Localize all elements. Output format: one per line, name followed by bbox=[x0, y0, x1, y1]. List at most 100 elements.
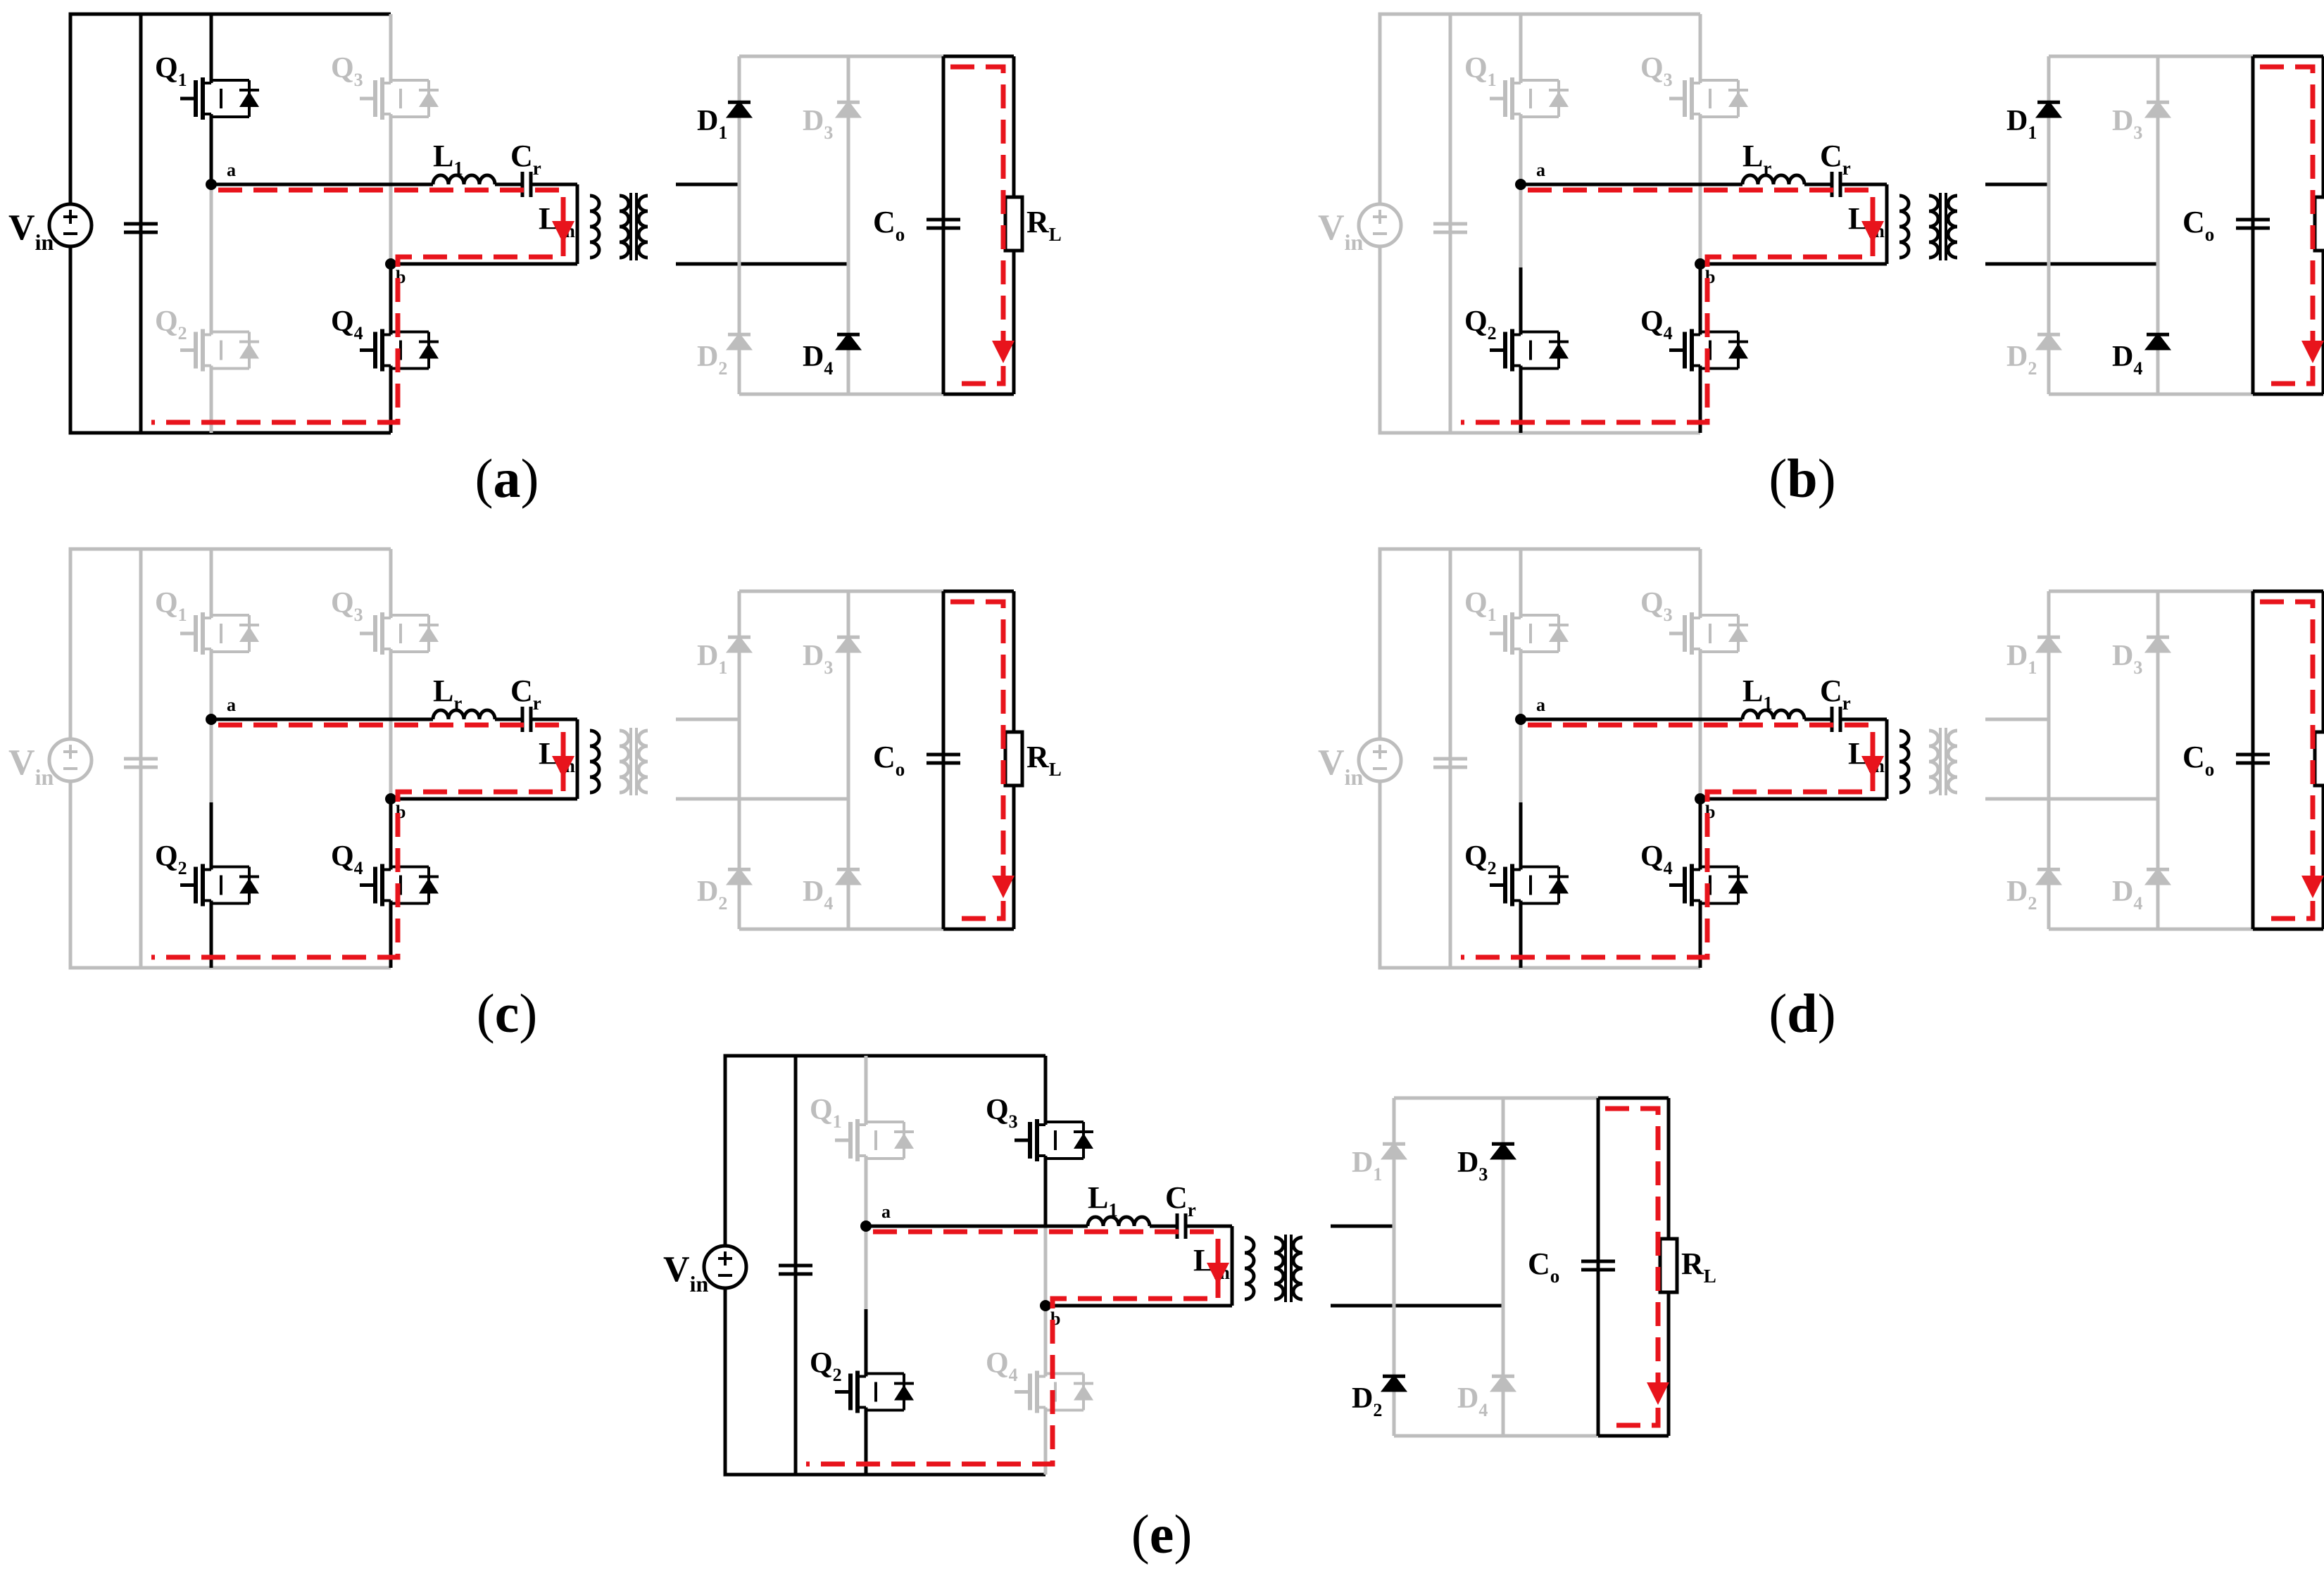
d1-diode bbox=[1380, 1142, 1408, 1160]
q3-label: Q3 bbox=[331, 52, 363, 90]
body-diode-triangle bbox=[419, 878, 439, 894]
source-circle bbox=[702, 1244, 748, 1290]
d4-diode bbox=[834, 332, 862, 351]
d3-label: D3 bbox=[2112, 640, 2142, 678]
cr-capacitor bbox=[1830, 172, 1842, 197]
load-current-arrow bbox=[992, 876, 1015, 898]
current-flow bbox=[1461, 599, 2324, 960]
rl-resistor bbox=[1658, 1237, 1679, 1294]
diode-triangle bbox=[1489, 1142, 1517, 1160]
q3-label: Q3 bbox=[1640, 52, 1673, 90]
primary-winding bbox=[1928, 194, 1940, 260]
d1-diode bbox=[725, 100, 753, 118]
d3-label: D3 bbox=[803, 105, 833, 143]
d1-diode bbox=[2035, 100, 2063, 118]
body-diode-triangle bbox=[894, 1384, 914, 1401]
transformer bbox=[619, 728, 648, 795]
cr-label: Cr bbox=[1820, 674, 1851, 714]
primary-current-path bbox=[151, 722, 566, 960]
body-diode-triangle bbox=[419, 92, 439, 107]
primary-winding bbox=[1928, 728, 1940, 795]
lm-inductor bbox=[589, 728, 601, 795]
q1-switch bbox=[180, 549, 259, 718]
primary-current-path bbox=[1461, 187, 1876, 425]
current-flow bbox=[151, 64, 1015, 425]
primary-current-path bbox=[151, 187, 566, 425]
diode-triangle bbox=[2035, 867, 2063, 885]
lr-label: L1 bbox=[433, 139, 463, 179]
cr-capacitor bbox=[520, 707, 533, 732]
inductor-coil bbox=[1899, 194, 1911, 260]
body-diode-triangle bbox=[1074, 1384, 1093, 1401]
q1-switch bbox=[1490, 549, 1569, 718]
q2-label: Q2 bbox=[155, 305, 187, 343]
d3-label: D3 bbox=[1457, 1147, 1488, 1185]
lr-label: Lr bbox=[1742, 139, 1771, 179]
q2-switch bbox=[180, 802, 259, 968]
q2-switch bbox=[180, 267, 259, 433]
d2-label: D2 bbox=[2006, 341, 2037, 379]
inductor-coil bbox=[1899, 728, 1911, 795]
rl-resistor bbox=[1003, 195, 1024, 253]
q4-label: Q4 bbox=[331, 305, 363, 343]
cr-label: Cr bbox=[1165, 1180, 1196, 1220]
secondary-current-path bbox=[950, 599, 1006, 921]
body-diode-triangle bbox=[1728, 92, 1748, 107]
lr-inductor bbox=[1740, 173, 1807, 185]
vin-label: Vin bbox=[8, 208, 54, 255]
d1-label: D1 bbox=[697, 105, 727, 143]
secondary-current-path bbox=[950, 64, 1006, 386]
node-a-label: a bbox=[227, 695, 236, 715]
d1-label: D1 bbox=[2006, 105, 2037, 143]
d2-diode bbox=[725, 332, 753, 351]
d4-label: D4 bbox=[1457, 1382, 1488, 1420]
d2-label: D2 bbox=[697, 341, 727, 379]
co-label: Co bbox=[2182, 205, 2214, 245]
body-diode-triangle bbox=[419, 626, 439, 642]
d3-diode bbox=[1489, 1142, 1517, 1160]
co-capacitor bbox=[927, 752, 960, 765]
d4-diode bbox=[2144, 332, 2172, 351]
q1-label: Q1 bbox=[155, 52, 187, 90]
inductor-coil bbox=[589, 194, 601, 260]
lr-inductor bbox=[1740, 708, 1807, 720]
panel-b: VinQ1Q2Q3Q4abLrCrLmD1D2D3D4CoRL bbox=[1318, 12, 2324, 435]
vin-label: Vin bbox=[663, 1249, 708, 1296]
lm-inductor bbox=[1244, 1235, 1256, 1301]
transformer bbox=[619, 193, 648, 260]
lm-current-arrow bbox=[552, 756, 574, 778]
current-flow bbox=[806, 1106, 1669, 1467]
d2-diode bbox=[2035, 332, 2063, 351]
vin-label: Vin bbox=[8, 743, 54, 790]
diode-triangle bbox=[1380, 1142, 1408, 1160]
diode-triangle bbox=[834, 332, 862, 351]
body-diode-triangle bbox=[1549, 343, 1569, 359]
diode-triangle bbox=[2144, 635, 2172, 653]
current-flow bbox=[151, 599, 1015, 960]
d1-label: D1 bbox=[2006, 640, 2037, 678]
vin-source bbox=[702, 1244, 748, 1290]
q4-label: Q4 bbox=[1640, 840, 1673, 878]
secondary-winding bbox=[636, 728, 648, 795]
diode-triangle bbox=[725, 332, 753, 351]
node-a-label: a bbox=[1536, 695, 1545, 715]
primary-winding bbox=[1274, 1235, 1286, 1301]
lr-label: Lr bbox=[433, 674, 462, 714]
q4-label: Q4 bbox=[986, 1347, 1018, 1385]
q3-switch bbox=[1669, 14, 1748, 183]
primary-winding bbox=[619, 194, 631, 260]
inductor-coil bbox=[431, 173, 497, 185]
lr-inductor bbox=[1086, 1215, 1152, 1227]
q1-label: Q1 bbox=[155, 587, 187, 625]
co-label: Co bbox=[873, 740, 905, 780]
q2-label: Q2 bbox=[155, 840, 187, 878]
q1-label: Q1 bbox=[1464, 587, 1497, 625]
inductor-coil bbox=[619, 194, 631, 260]
lm-current-arrow bbox=[552, 221, 574, 244]
diode-triangle bbox=[834, 635, 862, 653]
cr-capacitor bbox=[520, 172, 533, 197]
d1-label: D1 bbox=[697, 640, 727, 678]
d1-diode bbox=[725, 635, 753, 653]
body-diode-triangle bbox=[894, 1133, 914, 1149]
